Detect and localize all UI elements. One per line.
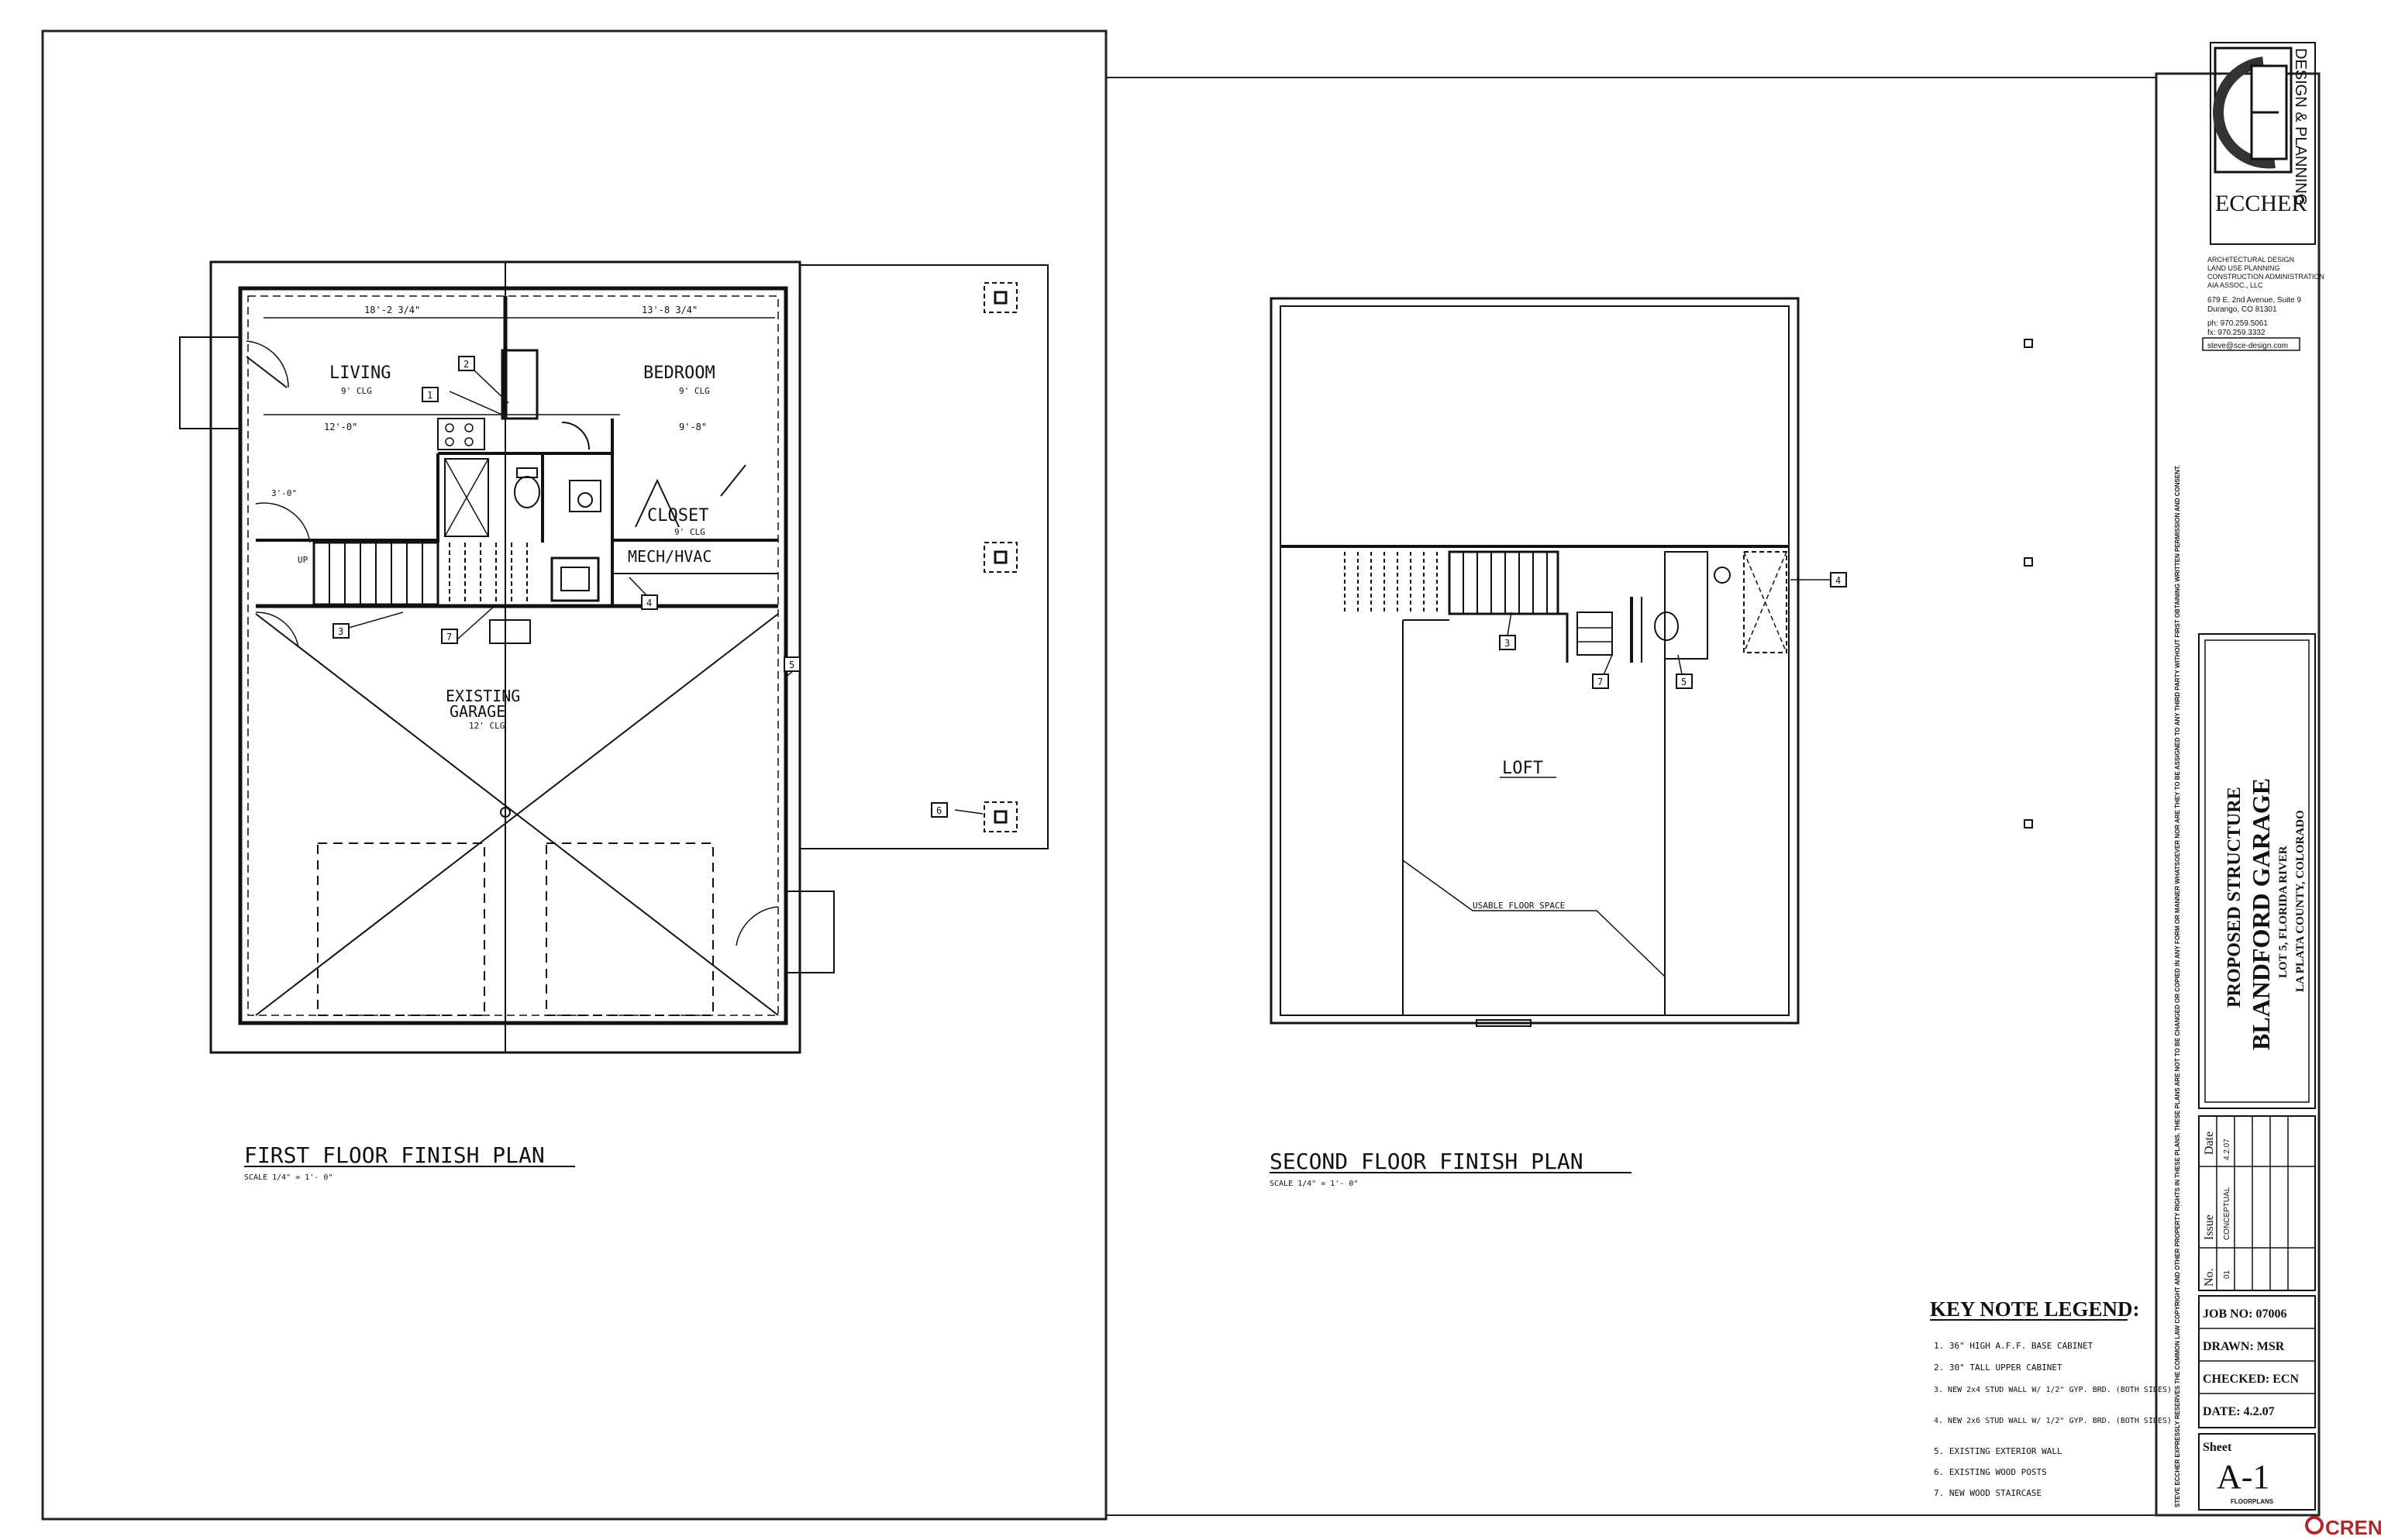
sheet-label: Sheet bbox=[2203, 1441, 2232, 1454]
issue-cell: 01 bbox=[2223, 1270, 2231, 1279]
second-floor-labels: LOFT USABLE FLOOR SPACE 3 4 5 7 SECOND F… bbox=[1270, 572, 1847, 1188]
firm-service: CONSTRUCTION ADMINISTRATION bbox=[2207, 273, 2324, 281]
callout-tag: 1 bbox=[427, 390, 432, 401]
legend-item: 2. 30" TALL UPPER CABINET bbox=[1934, 1363, 2062, 1373]
legend-item: 6. EXISTING WOOD POSTS bbox=[1934, 1467, 2047, 1477]
dimension: 13'-8 3/4" bbox=[642, 305, 698, 315]
legend-item: 4. NEW 2x6 STUD WALL W/ 1/2" GYP. BRD. (… bbox=[1934, 1417, 2172, 1425]
callout-tag: 4 bbox=[646, 598, 652, 608]
ceiling-height: 9' CLG bbox=[341, 386, 372, 396]
firm-service: AIA ASSOC., LLC bbox=[2207, 281, 2263, 289]
legend-item: 5. EXISTING EXTERIOR WALL bbox=[1934, 1446, 2062, 1456]
callout-tag: 5 bbox=[1681, 677, 1687, 687]
drawn-by: DRAWN: MSR bbox=[2203, 1340, 2285, 1353]
callout-tag: 2 bbox=[463, 359, 469, 370]
callout-tag: 3 bbox=[338, 626, 343, 637]
room-label-mech: MECH/HVAC bbox=[628, 547, 712, 566]
firm-address: Durango, CO 81301 bbox=[2207, 305, 2277, 314]
room-label-garage: EXISTING bbox=[446, 687, 520, 705]
usable-floor-label: USABLE FLOOR SPACE bbox=[1473, 901, 1565, 911]
title-block: DESIGN & PLANNING ECCHER ARCHITECTURAL D… bbox=[2174, 42, 2324, 1511]
room-label-closet: CLOSET bbox=[647, 506, 708, 525]
issue-cell: CONCEPTUAL bbox=[2223, 1187, 2231, 1240]
watermark-text: CREN bbox=[2325, 1516, 2381, 1539]
firm-service: LAND USE PLANNING bbox=[2207, 264, 2280, 272]
project-line-3: LOT 5, FLORIDA RIVER bbox=[2277, 846, 2290, 978]
room-label-living: LIVING bbox=[329, 363, 391, 383]
ceiling-height: 12' CLG bbox=[469, 721, 505, 731]
drawing-date: DATE: 4.2.07 bbox=[2203, 1405, 2275, 1418]
key-note-legend: KEY NOTE LEGEND: 1. 36" HIGH A.F.F. BASE… bbox=[1930, 1297, 2172, 1498]
second-floor-plan bbox=[1270, 297, 2033, 1027]
callout-tag: 7 bbox=[446, 632, 452, 643]
drawing-border bbox=[41, 29, 1108, 1521]
sheet-name: FLOORPLANS bbox=[2231, 1498, 2274, 1505]
firm-fax: fx: 970.259.3332 bbox=[2207, 329, 2266, 337]
ceiling-height: 9' CLG bbox=[674, 527, 705, 537]
firm-tagline: DESIGN & PLANNING bbox=[2292, 48, 2309, 205]
first-floor-labels: LIVING 9' CLG BEDROOM 9' CLG CLOSET 9' C… bbox=[244, 305, 948, 1182]
firm-email: steve@sce-design.com bbox=[2207, 342, 2288, 350]
issue-header: Date bbox=[2203, 1132, 2216, 1155]
legend-item: 7. NEW WOOD STAIRCASE bbox=[1934, 1488, 2042, 1498]
callout-tag: 3 bbox=[1504, 638, 1510, 649]
room-label-loft: LOFT bbox=[1502, 759, 1543, 778]
dimension: 12'-0" bbox=[324, 422, 357, 432]
firm-address: 679 E. 2nd Avenue, Suite 9 bbox=[2207, 296, 2301, 305]
firm-phone: ph: 970.259.5061 bbox=[2207, 319, 2268, 328]
plan-title-first-floor: FIRST FLOOR FINISH PLAN bbox=[244, 1142, 545, 1168]
ceiling-height: 9' CLG bbox=[679, 386, 710, 396]
dimension: 9'-8" bbox=[679, 422, 707, 432]
stair-up-label: UP bbox=[298, 555, 308, 565]
dimension: 18'-2 3/4" bbox=[364, 305, 420, 315]
callout-tag: 6 bbox=[936, 805, 942, 816]
cren-watermark: CREN bbox=[2305, 1516, 2381, 1539]
project-line-1: PROPOSED STRUCTURE bbox=[2224, 787, 2245, 1008]
callout-tag: 7 bbox=[1597, 677, 1603, 687]
legend-item: 1. 36" HIGH A.F.F. BASE CABINET bbox=[1934, 1341, 2093, 1351]
sheet-number: A-1 bbox=[2217, 1458, 2269, 1496]
issue-header: No. bbox=[2203, 1268, 2216, 1287]
plan-scale: SCALE 1/4" = 1'- 0" bbox=[244, 1173, 333, 1182]
copyright-disclaimer: STEVE ECCHER EXPRESSLY RESERVES THE COMM… bbox=[2174, 465, 2181, 1507]
callout-tag: 4 bbox=[1835, 575, 1841, 586]
issue-header: Issue bbox=[2203, 1214, 2216, 1240]
first-floor-plan bbox=[179, 260, 1049, 1054]
room-label-garage-2: GARAGE bbox=[450, 702, 505, 721]
plan-title-second-floor: SECOND FLOOR FINISH PLAN bbox=[1270, 1149, 1583, 1174]
job-number: JOB NO: 07006 bbox=[2203, 1307, 2286, 1321]
legend-item: 3. NEW 2x4 STUD WALL W/ 1/2" GYP. BRD. (… bbox=[1934, 1386, 2172, 1394]
dimension: 3'-0" bbox=[271, 488, 297, 498]
callout-tag: 5 bbox=[789, 660, 794, 670]
legend-title: KEY NOTE LEGEND: bbox=[1930, 1297, 2140, 1321]
checked-by: CHECKED: ECN bbox=[2203, 1373, 2299, 1386]
issue-cell: 4.2.07 bbox=[2223, 1139, 2231, 1160]
project-line-2: BLANDFORD GARAGE bbox=[2247, 778, 2275, 1050]
plan-scale: SCALE 1/4" = 1'- 0" bbox=[1270, 1180, 1358, 1188]
room-label-bedroom: BEDROOM bbox=[643, 363, 715, 383]
firm-name: ECCHER bbox=[2215, 191, 2307, 216]
firm-service: ARCHITECTURAL DESIGN bbox=[2207, 256, 2294, 264]
project-line-4: LA PLATA COUNTY, COLORADO bbox=[2294, 810, 2307, 992]
